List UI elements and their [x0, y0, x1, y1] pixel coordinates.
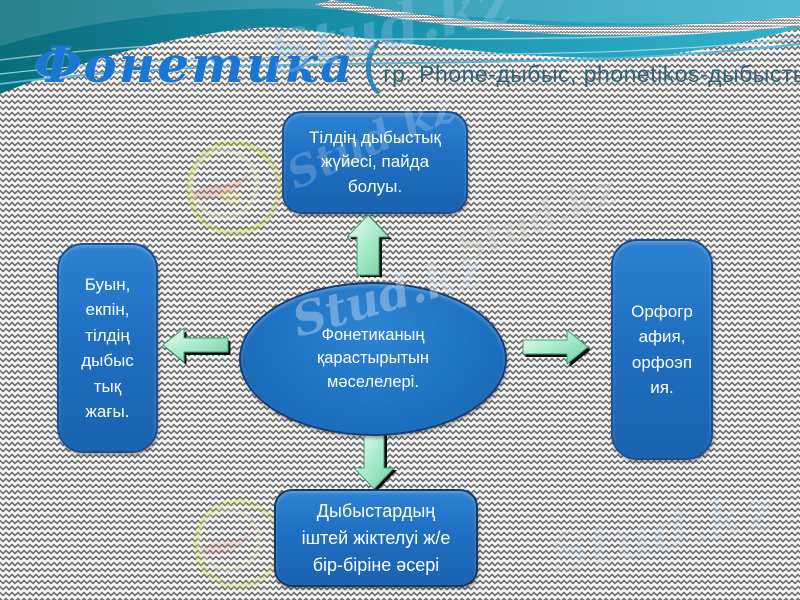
left-arrow-icon [162, 327, 231, 365]
diagram-box-top: Тілдің дыбыстық жүйесі, пайда болуы. [282, 111, 468, 214]
up-arrow-icon [347, 214, 392, 277]
diagram-box-left: Буын, екпін, тілдің дыбыс тық жағы. [57, 243, 158, 453]
wave-accent-line-3 [0, 23, 800, 61]
slide-title: Фонетика ( гр. Phone-дыбыс, phonetikos-д… [34, 31, 800, 94]
wave-accent-line-2 [0, 37, 800, 75]
title-main-text: Фонетика [34, 35, 355, 94]
right-arrow-icon [522, 329, 591, 367]
title-open-paren: ( [362, 31, 382, 94]
down-arrow-icon [353, 432, 397, 491]
title-subtitle-text: гр. Phone-дыбыс, phonetikos-дыбыстық [383, 61, 800, 87]
header-wave-graphic [0, 0, 800, 94]
wave-highlight-shape [0, 0, 800, 46]
diagram-center-ellipse: Фонетиканың қарастырытын мәселелері. [239, 282, 507, 436]
wave-pattern-slash [314, 0, 800, 36]
wave-accent-line-1 [0, 43, 800, 85]
wave-main-shape [0, 0, 800, 94]
diagram-box-bottom: Дыбыстардың іштей жіктелуі ж/е бір-бірін… [274, 489, 478, 587]
diagram-box-right: Орфогр афия, орфоэп ия. [611, 239, 713, 460]
